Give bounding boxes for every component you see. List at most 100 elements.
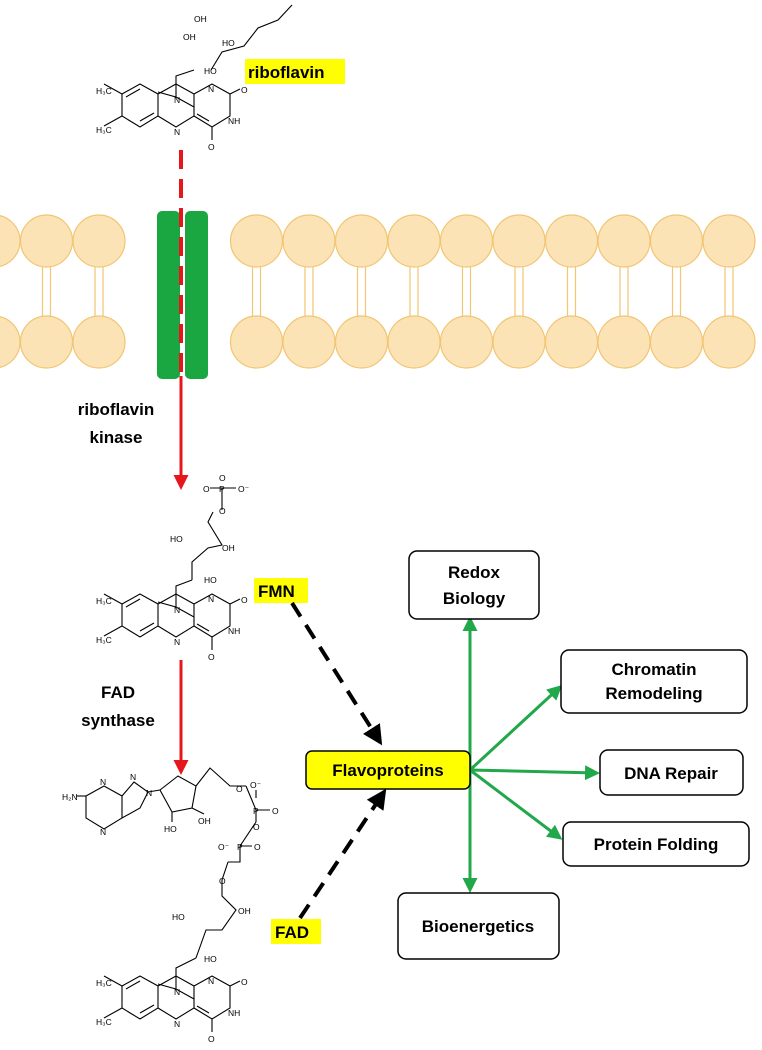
lipid-head: [19, 214, 74, 268]
riboflavin-kinase-label-line2: kinase: [90, 428, 143, 447]
lipid-head: [229, 315, 284, 369]
fad-methyl-2: H₃C: [96, 1017, 112, 1027]
fmn-phosphorus: P: [219, 484, 225, 494]
fmn-n5: N: [174, 637, 180, 647]
fad-adenine-n1: N: [100, 777, 106, 787]
fad-ribose-o: O: [236, 784, 243, 794]
riboflavin-n3: NH: [228, 116, 240, 126]
bioenergetics-label: Bioenergetics: [422, 917, 534, 936]
flavoproteins-label: Flavoproteins: [332, 761, 443, 780]
fmn-phosphate-o-c: O: [219, 473, 226, 483]
fmn-o4: O: [208, 652, 215, 662]
fad-n3: NH: [228, 1008, 240, 1018]
fmn-structure: O⁻ O⁻ P O O HO OH HO N N NH N O O H₃C H₃…: [96, 473, 250, 662]
riboflavin-label: riboflavin: [248, 63, 325, 82]
riboflavin-n10: N: [174, 95, 180, 105]
lipid-head: [597, 214, 651, 268]
fad-n10: N: [174, 987, 180, 997]
fmn-label: FMN: [258, 582, 295, 601]
riboflavin-n5: N: [174, 127, 180, 137]
fad-label: FAD: [275, 923, 309, 942]
redox-biology-label-line2: Biology: [443, 589, 506, 608]
fad-synthase-label-line2: synthase: [81, 711, 155, 730]
chromatin-remodeling-label-line1: Chromatin: [612, 660, 697, 679]
riboflavin-oh-2: HO: [222, 38, 235, 48]
lipid-head: [649, 315, 704, 369]
fmn-phosphate-o-a: O⁻: [203, 484, 215, 494]
riboflavin-o4: O: [208, 142, 215, 152]
redox-biology-label-line1: Redox: [448, 563, 501, 582]
fad-oh-4: HO: [204, 954, 217, 964]
dna-repair-box: [599, 749, 744, 796]
fad-label-highlight: [271, 919, 321, 944]
fad-adenine-n7: N: [130, 772, 136, 782]
redox-biology-box: [408, 550, 540, 620]
fad-oh-3: OH: [238, 906, 251, 916]
fad-synthase-label-line1: FAD: [101, 683, 135, 702]
fmn-o2: O: [241, 595, 248, 605]
lipid-head: [702, 214, 756, 268]
fad-p2-o-minus: O⁻: [218, 842, 230, 852]
fad-phosphorus-1: P: [253, 806, 259, 816]
lipid-head: [439, 214, 494, 268]
fad-ribose-oh: OH: [198, 816, 211, 826]
lipid-head: [0, 316, 21, 368]
lipid-head: [229, 214, 284, 268]
to-protein-folding-arrow: [469, 768, 563, 840]
fad-ribityl-o: O: [219, 876, 226, 886]
fad-oh-2: HO: [172, 912, 185, 922]
fad-phosphorus-2: P: [237, 842, 243, 852]
to-chromatin-arrow: [468, 684, 563, 772]
lipid-head: [72, 315, 126, 369]
fmn-label-highlight: [254, 578, 308, 603]
membrane-transporter: [157, 211, 208, 379]
riboflavin-oh-3: OH: [183, 32, 196, 42]
lipid-head: [544, 315, 599, 369]
fmn-to-flavoproteins-arrow: [290, 601, 383, 746]
fmn-phosphate-o-b: O⁻: [238, 484, 250, 494]
fad-p1-o: O: [272, 806, 279, 816]
riboflavin-n1: N: [208, 84, 214, 94]
fad-adenine-n3: N: [100, 827, 106, 837]
lipid-head: [387, 214, 441, 268]
fmn-oh-2: HO: [170, 534, 183, 544]
protein-folding-box: [562, 821, 750, 867]
fad-p2-o: O: [254, 842, 261, 852]
fmn-phosphate-o-d: O: [219, 506, 226, 516]
fmn-n10: N: [174, 605, 180, 615]
fmn-oh-3: OH: [222, 543, 235, 553]
lipid-head: [387, 315, 441, 369]
fmn-methyl-1: H₃C: [96, 596, 112, 606]
lipid-head: [0, 215, 21, 267]
lipid-head: [597, 315, 651, 369]
fad-adenine-n9: N: [146, 788, 152, 798]
chromatin-remodeling-label-line2: Remodeling: [605, 684, 702, 703]
transporter-left-half: [157, 211, 180, 379]
transporter-right-half: [185, 211, 208, 379]
chromatin-remodeling-box: [560, 649, 748, 714]
fmn-methyl-2: H₃C: [96, 635, 112, 645]
fmn-oh-4: HO: [204, 575, 217, 585]
fad-o2: O: [241, 977, 248, 987]
lipid-head: [19, 315, 74, 369]
fad-to-flavoproteins-arrow: [298, 788, 387, 920]
lipid-head: [282, 214, 336, 268]
riboflavin-o2: O: [241, 85, 248, 95]
protein-folding-label: Protein Folding: [594, 835, 719, 854]
lipid-head: [702, 315, 756, 369]
to-dna-repair-arrow: [469, 765, 600, 781]
fad-adenine-nh2: H₂N: [62, 792, 78, 802]
fad-ribose-ho: HO: [164, 824, 177, 834]
lipid-bilayer: [0, 214, 756, 369]
dna-repair-label: DNA Repair: [624, 764, 718, 783]
fad-p1-o-minus: O⁻: [250, 780, 262, 790]
fad-o4: O: [208, 1034, 215, 1044]
lipid-head: [282, 315, 336, 369]
riboflavin-structure: OH HO OH HO N N NH N O O H₃C H₃C: [96, 4, 293, 152]
lipid-head: [492, 315, 546, 369]
riboflavin-oh-1: OH: [194, 14, 207, 24]
riboflavin-oh-4: HO: [204, 66, 217, 76]
fad-methyl-1: H₃C: [96, 978, 112, 988]
lipid-head: [72, 214, 126, 268]
